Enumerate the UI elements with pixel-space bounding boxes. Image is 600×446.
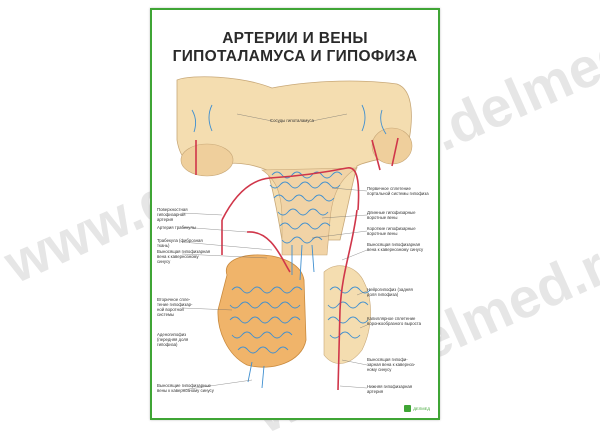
- label-efferent-vein-right2: Выносящая гипофи-зарная вена к каверноз-…: [367, 357, 416, 372]
- optic-chiasm: [180, 143, 234, 177]
- label-primary-plexus: Первичное сплетение портальной системы г…: [367, 186, 429, 196]
- label-capillary-plexus: Капиллярное сплетение воронкообразного в…: [367, 316, 422, 326]
- label-hypothalamic-vessels: Сосуды гипоталамуса: [270, 118, 314, 123]
- label-neurohypophysis: Нейрогипофиз (задняя доля гипофиза): [367, 287, 413, 297]
- pituitary-stalk: [261, 167, 359, 256]
- label-long-portal-veins: Длинные гипофизарные воротные вены: [367, 210, 416, 220]
- label-secondary-plexus: Вторичное спле-тение гипофизар-ной ворот…: [157, 297, 193, 317]
- logo-icon: [404, 405, 412, 412]
- anatomy-illustration: [176, 76, 413, 391]
- label-inferior-hypophyseal-artery: Нижняя гипофизарная артерия: [367, 384, 413, 394]
- label-adenohypophysis: Аденогипофиз (передняя доля гипофиза): [157, 332, 189, 347]
- label-superficial-hypophyseal-artery: Поверхностная гипофизарная артерия: [157, 207, 188, 222]
- poster-title-line2: ГИПОТАЛАМУСА И ГИПОФИЗА: [172, 48, 418, 65]
- label-trabecular-artery: Артерия трабекулы: [157, 225, 196, 230]
- mammillary-body: [371, 127, 413, 165]
- brand-logo: ДЕЛМЕД: [404, 405, 430, 412]
- neurohypophysis: [323, 265, 371, 364]
- poster: АРТЕРИИ И ВЕНЫ ГИПОТАЛАМУСА И ГИПОФИЗА: [150, 8, 440, 420]
- label-trabecula: Трабекула (фиброзная ткань): [157, 238, 203, 248]
- label-efferent-veins-bottom: Выносящие гипофизарные вены к кавернозно…: [157, 383, 214, 393]
- logo-text: ДЕЛМЕД: [413, 406, 430, 411]
- adenohypophysis: [217, 254, 307, 368]
- label-efferent-vein-top: Выносящая гипофизарная вена к кавернозно…: [157, 249, 211, 264]
- label-short-portal-veins: Короткие гипофизарные воротные вены: [367, 226, 416, 236]
- label-efferent-vein-right: Выносящая гипофизарная вена к кавернозно…: [367, 242, 424, 252]
- poster-title-line1: АРТЕРИИ И ВЕНЫ: [222, 30, 368, 47]
